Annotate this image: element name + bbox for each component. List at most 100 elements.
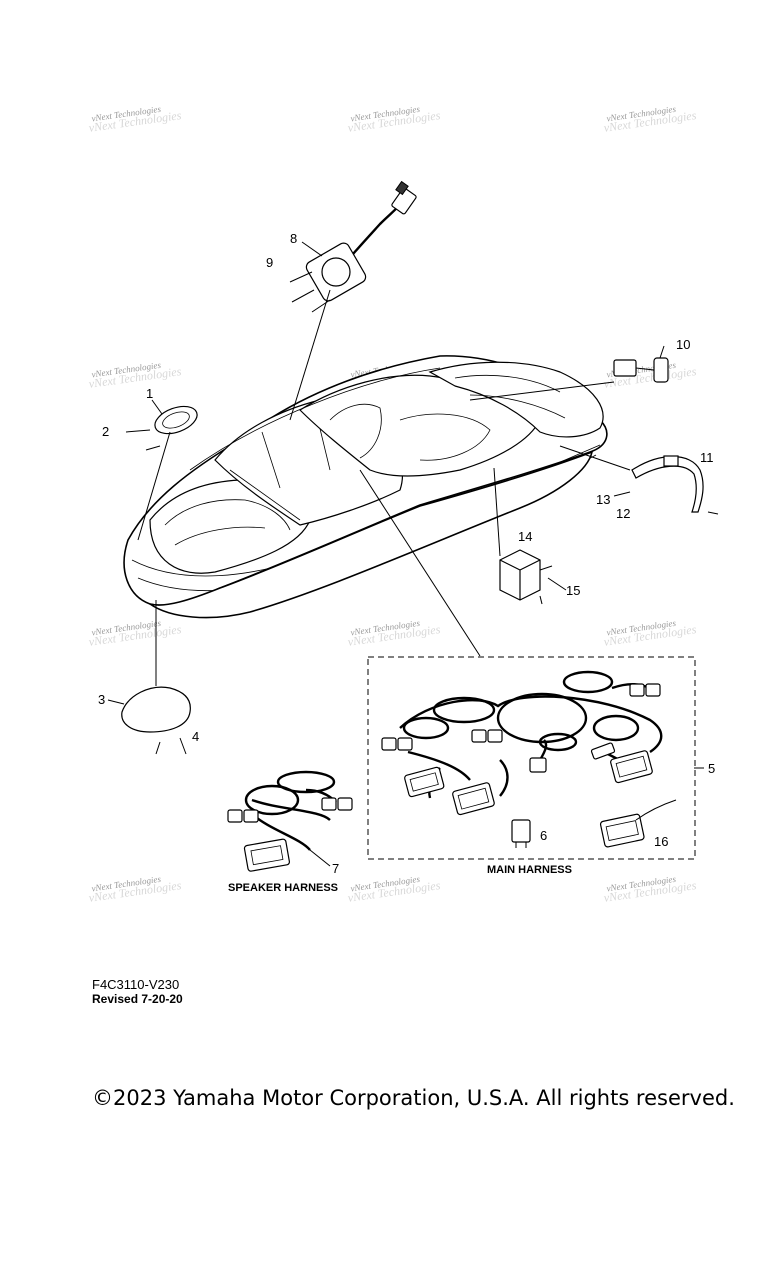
harness-branch	[499, 759, 509, 797]
multi-pin-connector	[404, 766, 445, 798]
callout-6: 6	[540, 828, 547, 843]
cover-dome	[121, 686, 191, 733]
connector-pair	[471, 729, 503, 743]
strap-clip	[663, 455, 679, 467]
speaker-cone	[321, 257, 351, 287]
watermark: vNext Technologies vNext Technologies	[88, 360, 183, 391]
screw	[155, 741, 161, 755]
connector-face	[250, 845, 284, 866]
connector	[227, 809, 243, 823]
connector	[471, 729, 487, 743]
leader-line	[559, 445, 631, 471]
harness-trunk	[399, 695, 663, 753]
main-harness-label: MAIN HARNESS	[487, 864, 572, 876]
watermark: vNext Technologies vNext Technologies	[603, 104, 698, 135]
relay-body	[511, 819, 531, 843]
callout-15: 15	[566, 583, 580, 598]
stern-deck-detail	[454, 374, 566, 419]
speaker-grille-inner	[162, 411, 190, 429]
fastener	[613, 491, 631, 497]
boat-illustration	[123, 355, 608, 619]
watermark: vNext Technologies vNext Technologies	[347, 104, 442, 135]
leader-line	[469, 381, 615, 401]
screw	[539, 565, 553, 571]
connector-pair	[227, 809, 259, 823]
callout-16: 16	[654, 834, 668, 849]
callout-leader	[547, 577, 567, 591]
revision-date: Revised 7-20-20	[92, 992, 183, 1006]
bow-seat-detail	[164, 499, 291, 531]
stern-deck	[428, 361, 604, 438]
screw	[539, 595, 543, 605]
callout-3: 3	[98, 692, 105, 707]
harness-loop	[592, 714, 640, 742]
sensor-connector	[613, 359, 637, 377]
gunwale	[189, 367, 441, 471]
drawing-code: F4C3110-V230	[92, 977, 180, 992]
part-10-sensor	[469, 345, 669, 401]
connector	[321, 797, 337, 811]
connector-body	[610, 750, 653, 784]
connector-face	[457, 787, 490, 810]
screw	[311, 299, 331, 313]
seat-detail	[399, 413, 491, 461]
part-8-speaker-mount	[289, 180, 417, 421]
callout-5: 5	[708, 761, 715, 776]
callout-14: 14	[518, 529, 532, 544]
hull-bottom	[149, 450, 594, 619]
coupler-face	[605, 820, 639, 841]
screw	[291, 289, 315, 303]
callout-1: 1	[146, 386, 153, 401]
fastener	[707, 511, 719, 515]
callout-10: 10	[676, 337, 690, 352]
small-connector	[529, 757, 547, 773]
callout-2: 2	[102, 424, 109, 439]
module-front	[499, 559, 541, 600]
part-3-cover	[121, 600, 191, 755]
connector-pair	[321, 797, 353, 811]
sensor-probe	[659, 345, 665, 359]
callout-leader	[301, 241, 323, 257]
connector	[337, 797, 353, 811]
leader-line	[289, 289, 331, 421]
connector	[381, 737, 397, 751]
connector-body	[404, 766, 445, 798]
sensor-wire	[635, 367, 655, 371]
leader-line	[359, 469, 481, 657]
speaker-harness-label: SPEAKER HARNESS	[228, 882, 338, 894]
harness-loop	[538, 732, 578, 752]
leader-line	[493, 467, 501, 557]
multi-pin-connector	[610, 750, 653, 784]
coupler-body	[599, 813, 645, 848]
callouts: 1 2 3 4 5 6 7 8 9 10 11 12 13 14 15 16	[98, 231, 715, 876]
screw	[179, 737, 187, 755]
speaker-cable	[345, 201, 403, 263]
copyright-notice: ©2023 Yamaha Motor Corporation, U.S.A. A…	[92, 1086, 735, 1110]
harness-loop	[276, 770, 336, 794]
leader-line	[137, 431, 171, 541]
main-cockpit	[299, 374, 541, 477]
callout-4: 4	[192, 729, 199, 744]
multi-pin-connector	[243, 838, 291, 872]
part-1-speaker	[125, 405, 198, 541]
part-11-strap	[559, 445, 719, 515]
speaker-grille	[154, 405, 198, 435]
speaker-harness	[227, 770, 353, 872]
harness-trunk	[251, 798, 331, 821]
callout-12: 12	[616, 506, 630, 521]
sensor-body	[653, 357, 669, 383]
harness-loop	[402, 716, 450, 740]
callout-8: 8	[290, 231, 297, 246]
harness-loop	[562, 670, 614, 694]
part-14-module	[493, 467, 553, 605]
callout-leader	[309, 849, 331, 867]
connector	[397, 737, 413, 751]
coupler-lead	[635, 799, 677, 821]
connector	[243, 809, 259, 823]
connector	[487, 729, 503, 743]
connector-pair	[381, 737, 413, 751]
watermark: vNext Technologies vNext Technologies	[88, 104, 183, 135]
screw	[125, 429, 151, 433]
connector-face	[409, 772, 439, 792]
watermark: vNext Technologies vNext Technologies	[603, 874, 698, 905]
